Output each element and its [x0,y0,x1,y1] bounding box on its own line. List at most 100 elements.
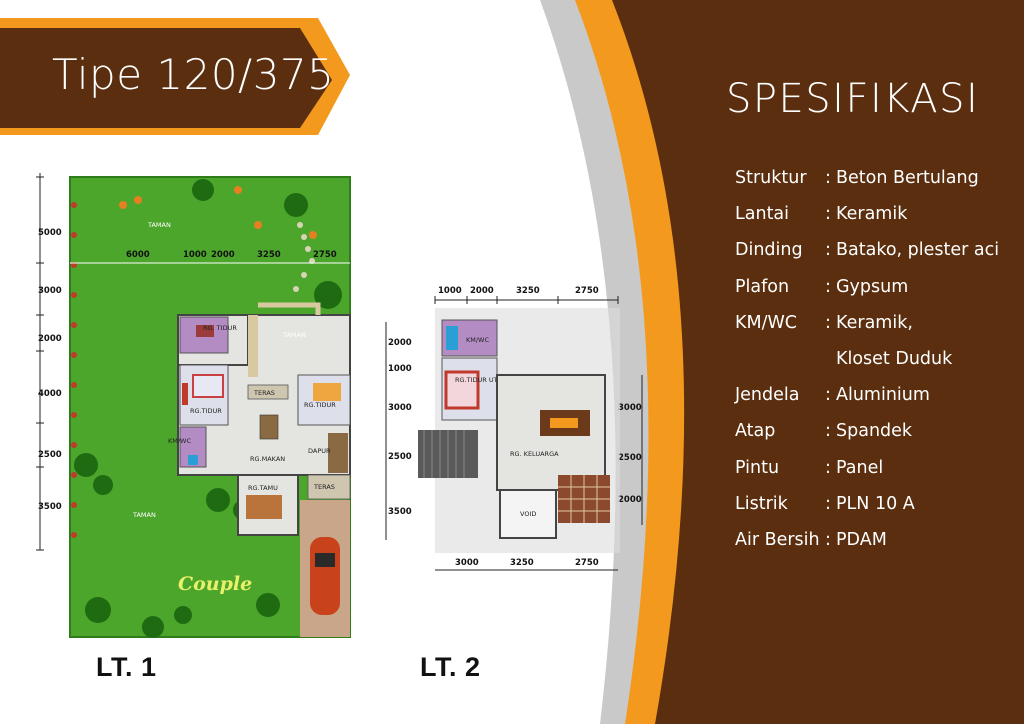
dim-left: 4000 [38,389,62,399]
spec-value: Keramik, [836,312,913,333]
dim-bottom: 2750 [575,558,599,568]
spec-row: Air Bersih:PDAM [735,522,1020,558]
dim-right: 2000 [618,495,642,505]
spec-separator: : [825,168,831,189]
dim-top: 6000 [126,250,150,260]
dim-left: 2500 [38,450,62,460]
dim-left: 5000 [38,228,62,238]
spec-value: Spandek [836,421,913,442]
dim-top: 3250 [257,250,281,260]
dim-left: 2000 [38,334,62,344]
dim-top: 2000 [211,250,235,260]
spec-heading: SPESIFIKASI [726,76,980,122]
spec-key: Lantai [735,204,790,225]
room-label: RG.MAKAN [250,455,285,463]
room-label: TERAS [313,483,335,491]
room-label: TAMAN [282,331,306,339]
spec-key: Listrik [735,493,788,514]
spec-key: Struktur [735,168,807,189]
spec-value: Kloset Duduk [836,349,953,370]
floor1-plan: 5000 3000 2000 4000 2500 3500 [36,173,351,638]
spec-separator: : [825,240,831,261]
spec-separator: : [825,493,831,514]
room-label: KM/WC [168,437,191,445]
spec-row: KM/WC:Keramik, [735,305,1020,341]
spec-separator: : [825,529,831,550]
spec-key: Pintu [735,457,780,478]
room-label: RG. TIDUR [203,324,237,332]
room-label: RG.TIDUR [304,401,336,409]
spec-value: Keramik [836,204,908,225]
room-void [499,489,557,539]
spec-row: Dinding:Batako, plester aci [735,232,1020,268]
spec-key: Dinding [735,240,803,261]
spec-key: Atap [735,421,776,442]
room-label: VOID [520,510,536,518]
room-label: KM/WC [466,336,489,344]
dim-top: 2000 [470,286,494,296]
room-teras-2 [307,474,351,500]
dim-bottom: 3000 [455,558,479,568]
spec-row: Jendela:Aluminium [735,377,1020,413]
dim-right: 3000 [618,403,642,413]
room-label: RG.TAMU [248,484,278,492]
room-teras-1 [247,384,289,400]
spec-separator: : [825,385,831,406]
dim-bottom: 3250 [510,558,534,568]
banner-brown [0,28,332,128]
room-label: RG. KELUARGA [510,450,559,458]
dim-left: 1000 [388,364,412,374]
dim-top: 2750 [313,250,337,260]
spec-separator: : [825,276,831,297]
floor1-label: LT. 1 [96,652,157,682]
dining-table [259,414,279,440]
room-label: TAMAN [147,221,171,229]
spec-separator: : [825,312,831,333]
dim-left: 2000 [388,338,412,348]
room-label: RG.TIDUR UTAMA [455,376,512,384]
page-title: Tipe 120/375 [52,50,335,99]
spec-row: Lantai:Keramik [735,196,1020,232]
spec-value: Panel [836,457,884,478]
dim-left: 3500 [388,507,412,517]
spec-key: KM/WC [735,312,797,333]
spec-row: Plafon:Gypsum [735,269,1020,305]
spec-separator: : [825,421,831,442]
spec-row: Pintu:Panel [735,450,1020,486]
spec-key: Jendela [735,385,800,406]
dim-top: 2750 [575,286,599,296]
spec-list: Struktur:Beton Bertulang Lantai:Keramik … [735,160,1020,558]
spec-row: Listrik:PLN 10 A [735,486,1020,522]
brown-panel [612,0,1024,724]
room-label: TERAS [253,389,275,397]
dim-left: 2500 [388,452,412,462]
floor2-label: LT. 2 [420,652,481,682]
room-label: RG.TIDUR [190,407,222,415]
dim-left: 3000 [388,403,412,413]
spec-value: Beton Bertulang [836,168,979,189]
room-label: TAMAN [132,511,156,519]
spec-key: Plafon [735,276,790,297]
spec-value: Gypsum [836,276,909,297]
kitchen-counter [328,433,348,473]
spec-separator: : [825,204,831,225]
dim-right: 2500 [618,453,642,463]
dim-top: 3250 [516,286,540,296]
spec-separator: : [825,457,831,478]
dim-top: 1000 [438,286,462,296]
spec-value: Aluminium [836,385,930,406]
spec-row: Struktur:Beton Bertulang [735,160,1020,196]
spec-row: Kloset Duduk [735,341,1020,377]
couple-logo: Couple [178,573,252,595]
car-icon [310,537,340,615]
spec-value: PDAM [836,529,887,550]
room-label: DAPUR [308,447,331,455]
spec-value: PLN 10 A [836,493,915,514]
dim-left: 3000 [38,286,62,296]
dim-left: 3500 [38,502,62,512]
spec-row: Atap:Spandek [735,413,1020,449]
spec-value: Batako, plester aci [836,240,1000,261]
dim-top: 1000 [183,250,207,260]
spec-key: Air Bersih [735,529,820,550]
